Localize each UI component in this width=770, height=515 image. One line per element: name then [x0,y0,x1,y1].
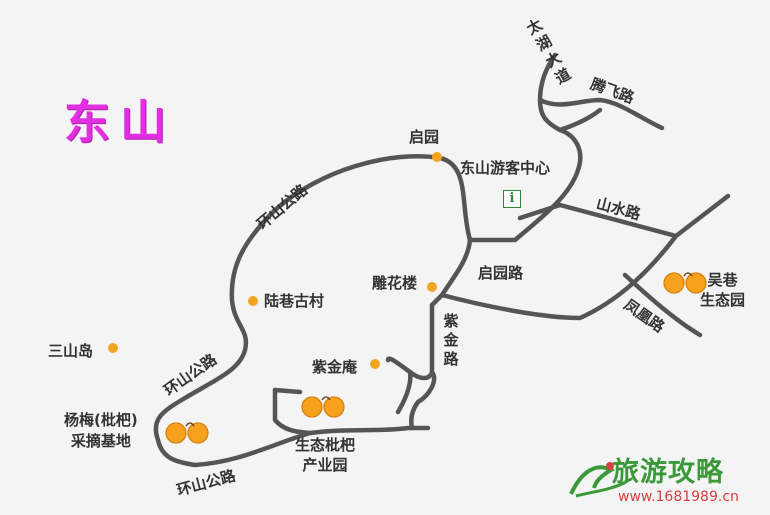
zijinan-marker[interactable] [370,359,380,369]
pipa-park-label: 生态枇杷 产业园 [295,436,356,474]
zijin-road-label: 紫金路 [443,312,459,368]
qiyuan-label: 启园 [409,128,440,146]
sanshan-marker[interactable] [108,343,118,353]
fenghuang-road [439,233,679,321]
luxiang-label: 陆巷古村 [264,292,325,310]
tengfei-road [537,97,665,131]
sanshan-label: 三山岛 [48,342,94,360]
zijin-branch [395,369,413,415]
yangmei-label: 杨梅(枇杷) 采摘基地 [64,411,138,450]
yangmei-fruit-icon [165,422,209,444]
visitor-center-label: 东山游客中心 [460,159,551,177]
qiyuan-road-label: 启园路 [478,264,524,282]
shanshui-road [517,193,731,239]
huanshan-road-ring [153,154,473,468]
diaohualou-marker[interactable] [427,282,437,292]
watermark-url: www.1681989.cn [618,489,739,505]
map-title: 东山 [64,95,176,149]
watermark-logo-icon [569,462,627,498]
tengfei-branch [557,107,603,133]
zijinan-label: 紫金庵 [312,358,358,376]
pipa-fruit-icon [301,396,345,418]
info-icon[interactable]: i [503,190,521,208]
inner-loop [272,387,313,436]
wuxiang-fruit-icon [663,272,707,294]
diaohualou-label: 雕花楼 [372,274,418,292]
qiyuan-marker[interactable] [432,152,442,162]
zijin-branch-2 [409,369,437,431]
luxiang-marker[interactable] [248,296,258,306]
inner-connector [272,387,303,395]
fenghuang-branch [622,272,703,338]
wuxiang-label: 吴巷 生态园 [700,271,746,309]
zijin-road [385,302,435,381]
watermark-text: 旅游攻略 [612,457,724,488]
